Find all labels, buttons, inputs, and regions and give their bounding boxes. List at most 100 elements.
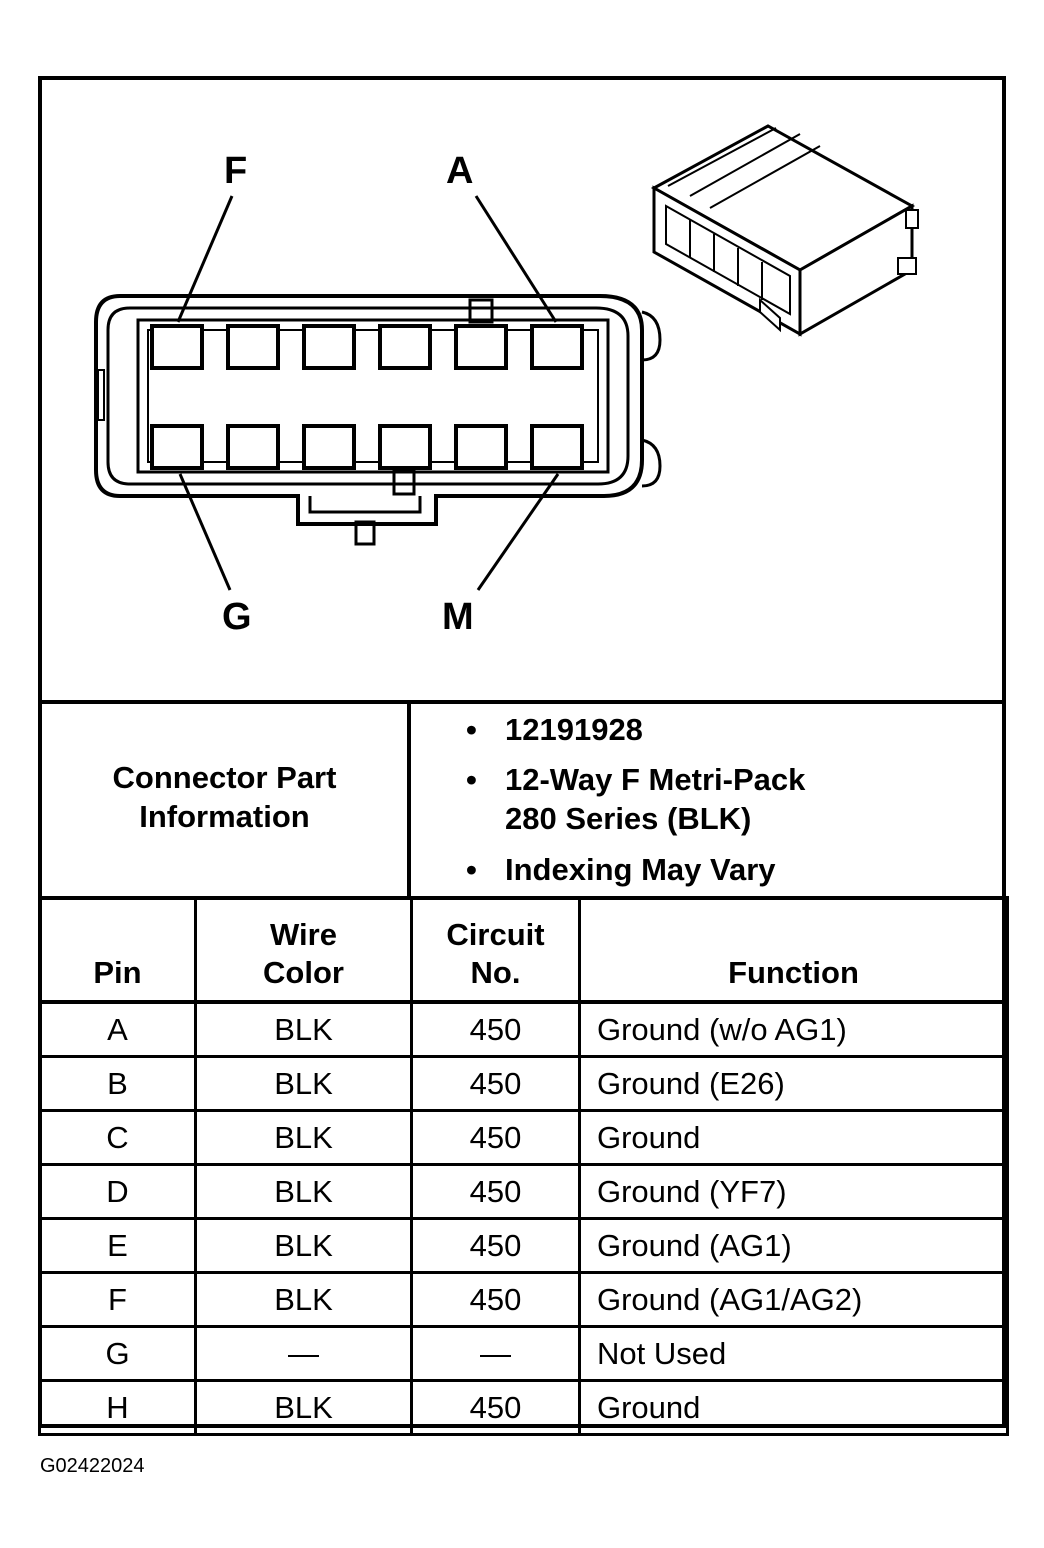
cell-pin: A [38,1000,197,1058]
cell-function: Ground (E26) [578,1055,1009,1112]
cavity-top-5 [454,324,508,370]
cell-wire-color: BLK [194,1379,413,1436]
cell-pin: C [38,1109,197,1166]
header-function: Function [578,896,1009,1004]
cavity-top-3 [302,324,356,370]
side-ear-right-bottom [641,438,662,488]
cavity-bottom-5 [454,424,508,470]
iso-cells [689,220,763,300]
connector-info-label-line2: Information [139,799,310,834]
table-row: F BLK 450 Ground (AG1/AG2) [38,1271,1009,1328]
leader-line-a [474,195,558,323]
cell-pin: D [38,1163,197,1220]
table-row: H BLK 450 Ground [38,1379,1009,1436]
cell-wire-color: BLK [194,1055,413,1112]
cavity-bottom-6 [530,424,584,470]
cell-wire-color: — [194,1325,413,1382]
pin-label-g: G [222,596,252,638]
connector-outer-shell [94,294,644,526]
connector-description-line1: 12-Way F Metri-Pack [505,762,806,797]
cell-circuit: 450 [410,1163,581,1220]
cell-function: Ground (AG1/AG2) [578,1271,1009,1328]
cell-wire-color: BLK [194,1271,413,1328]
table-row: G — — Not Used [38,1325,1009,1382]
cavity-bottom-4 [378,424,432,470]
connector-cavity [136,318,610,474]
cavity-top-1 [150,324,204,370]
cavity-bottom-1 [150,424,204,470]
cell-function: Not Used [578,1325,1009,1382]
indexing-note: Indexing May Vary [505,852,776,887]
cell-circuit: 450 [410,1217,581,1274]
table-row: E BLK 450 Ground (AG1) [38,1217,1009,1274]
cell-function: Ground [578,1379,1009,1436]
side-rib-left [97,369,105,421]
cell-circuit: 450 [410,1271,581,1328]
connector-3d-view [650,124,919,337]
iso-top-ridge [667,127,821,209]
side-ear-right-top [641,310,662,362]
connector-face-drawing [94,294,662,546]
cell-function: Ground (YF7) [578,1163,1009,1220]
pin-table: Pin Wire Color Circuit No. Function A BL… [38,896,1009,1436]
leader-lines [176,195,560,591]
info-vertical-divider [407,700,411,898]
connector-info-label: Connector Part Information [42,758,407,836]
pin-label-f: F [224,150,248,192]
cell-wire-color: BLK [194,1217,413,1274]
cavity-bottom-2 [226,424,280,470]
cell-circuit: 450 [410,1055,581,1112]
table-row: C BLK 450 Ground [38,1109,1009,1166]
cell-pin: F [38,1271,197,1328]
latch-tab [308,496,422,514]
cavity-top-2 [226,324,280,370]
cell-pin: H [38,1379,197,1436]
cell-circuit: — [410,1325,581,1382]
bottom-key [392,468,416,496]
iso-latch-top [905,209,919,229]
cell-function: Ground [578,1109,1009,1166]
iso-opening [665,204,791,316]
iso-tab [759,297,781,333]
info-divider [38,700,1006,704]
leader-line-f [176,195,234,323]
cell-wire-color: BLK [194,1109,413,1166]
cell-pin: G [38,1325,197,1382]
cell-pin: E [38,1217,197,1274]
table-row: B BLK 450 Ground (E26) [38,1055,1009,1112]
table-row: A BLK 450 Ground (w/o AG1) [38,1000,1009,1058]
connector-info-label-line1: Connector Part [112,760,337,795]
latch-pin [354,520,376,546]
cell-circuit: 450 [410,1109,581,1166]
cavity-top-6 [530,324,584,370]
pin-cavities [150,324,584,470]
table-row: D BLK 450 Ground (YF7) [38,1163,1009,1220]
bullet-dot: • [466,712,477,747]
header-pin: Pin [38,896,197,1004]
leader-line-m [476,473,560,591]
connector-diagram [94,124,919,591]
cell-function: Ground (AG1) [578,1217,1009,1274]
figure-id: G02422024 [40,1455,145,1477]
header-wire-color: Wire Color [194,896,413,1004]
cell-wire-color: BLK [194,1163,413,1220]
top-key [468,298,494,324]
cell-pin: B [38,1055,197,1112]
cell-function: Ground (w/o AG1) [578,1000,1009,1058]
pin-label-m: M [442,596,474,638]
connector-cavity-inner [147,329,599,463]
bullet-dot: • [466,852,477,887]
cell-circuit: 450 [410,1379,581,1436]
header-circuit: Circuit No. [410,896,581,1004]
leader-line-g [178,473,232,591]
cell-circuit: 450 [410,1000,581,1058]
iso-latch-bottom [897,257,917,275]
bullet-dot: • [466,762,477,797]
cavity-top-4 [378,324,432,370]
pin-label-a: A [446,150,474,192]
cavity-bottom-3 [302,424,356,470]
part-number: 12191928 [505,712,643,747]
pin-table-header: Pin Wire Color Circuit No. Function [38,896,1009,1004]
cell-wire-color: BLK [194,1000,413,1058]
connector-description-line2: 280 Series (BLK) [505,801,752,836]
